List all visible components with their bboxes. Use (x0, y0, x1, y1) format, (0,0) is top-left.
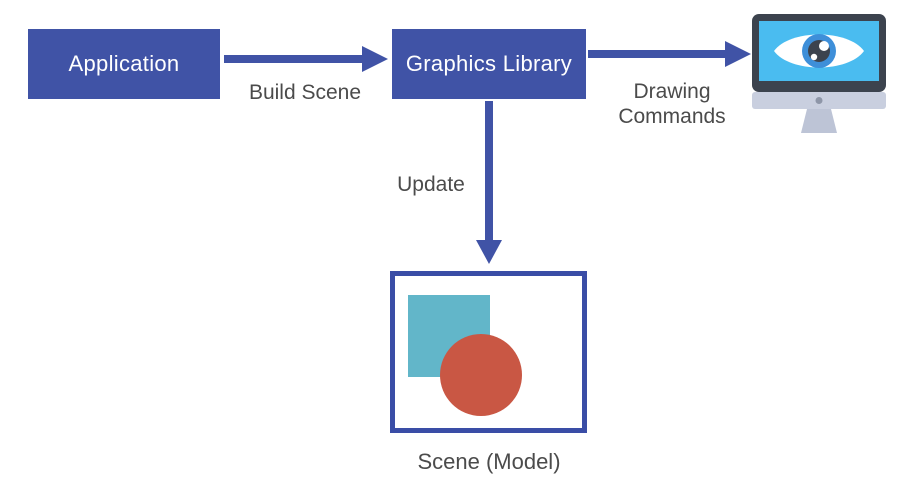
edge-label-update: Update (397, 173, 465, 196)
node-graphics-library: Graphics Library (392, 29, 586, 99)
arrow-drawing-commands-line (588, 50, 725, 58)
monitor-camera-dot (815, 97, 823, 104)
arrow-drawing-commands-head-icon (725, 41, 751, 67)
arrow-build-scene-line (224, 55, 362, 63)
edge-label-drawing-commands: Drawing Commands (618, 80, 726, 129)
scene-model-label: Scene (Model) (417, 449, 561, 474)
eye-highlight-small (810, 53, 818, 61)
edge-label-build-scene: Build Scene (248, 81, 362, 104)
arrow-update-line (485, 101, 493, 240)
red-circle-shape (440, 334, 522, 416)
node-application-label: Application (68, 51, 180, 76)
monitor-with-eye-icon (752, 14, 886, 133)
monitor-stand (801, 109, 837, 133)
arrow-update-head-icon (476, 240, 502, 264)
scene-model-box (390, 271, 587, 433)
eye-highlight-large (819, 41, 829, 51)
node-application: Application (28, 29, 220, 99)
node-graphics-library-label: Graphics Library (405, 51, 573, 76)
arrow-build-scene-head-icon (362, 46, 388, 72)
